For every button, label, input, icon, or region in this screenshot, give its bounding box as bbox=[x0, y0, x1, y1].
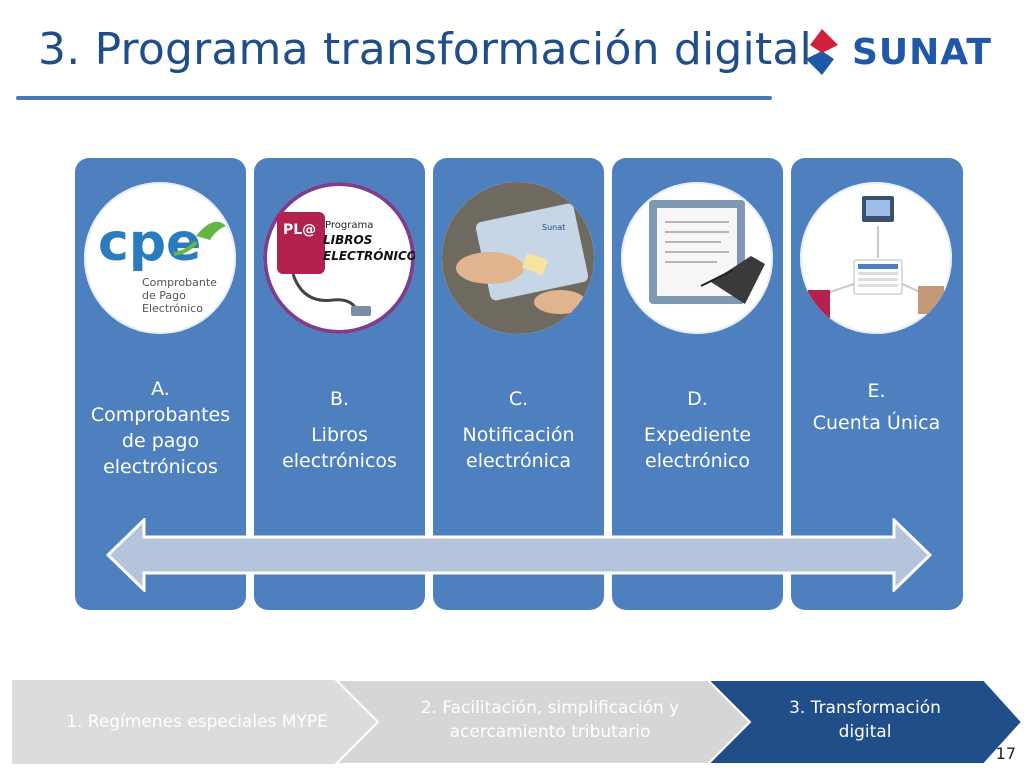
step-1-line-1: 1. Regímenes especiales MYPE bbox=[66, 712, 328, 732]
column-a-label: A. Comprobantes de pago electrónicos bbox=[81, 376, 240, 480]
cpe-caption-3: Electrónico bbox=[142, 302, 203, 315]
column-b-line-1: Libros bbox=[311, 424, 368, 446]
column-a-line-3: electrónicos bbox=[103, 456, 218, 478]
monitor-document-icon bbox=[621, 182, 773, 334]
step-2-label: 2. Facilitación, simplificación y acerca… bbox=[390, 696, 710, 744]
page-number: 17 bbox=[995, 744, 1016, 763]
tablet-screen-text: Sunat bbox=[542, 223, 565, 232]
cpe-logo-icon: cpe Comprobante de Pago Electrónico bbox=[84, 182, 236, 334]
column-b-letter: B. bbox=[329, 388, 350, 410]
column-c-label: C. Notificación electrónica bbox=[439, 386, 598, 474]
step-2-line-2: acercamiento tributario bbox=[449, 722, 651, 742]
column-e-line-1: Cuenta Única bbox=[812, 412, 941, 434]
double-arrow-icon bbox=[106, 518, 932, 592]
libros-electronicos-icon: PL@ Programa LIBROS ELECTRÓNICOS bbox=[263, 182, 415, 334]
step-1-label: 1. Regímenes especiales MYPE bbox=[42, 710, 352, 734]
network-screens-icon bbox=[800, 182, 952, 334]
step-2-line-1: 2. Facilitación, simplificación y bbox=[420, 698, 680, 718]
column-d-line-1: Expediente bbox=[643, 424, 752, 446]
step-3-line-2: digital bbox=[838, 722, 892, 742]
step-3-shape bbox=[706, 680, 1022, 764]
column-e-label: E. Cuenta Única bbox=[797, 378, 956, 436]
logo-wordmark: SUNAT bbox=[852, 31, 992, 73]
libros-caption-3: ELECTRÓNICOS bbox=[323, 248, 415, 263]
tablet-hands-icon: Sunat bbox=[442, 182, 594, 334]
column-e: E. Cuenta Única bbox=[791, 158, 963, 610]
column-c: Sunat C. Notificación electrónica bbox=[433, 158, 604, 610]
column-b-label: B. Libros electrónicos bbox=[260, 386, 419, 474]
step-3-line-1: 3. Transformación bbox=[789, 698, 941, 718]
sunat-logo: SUNAT bbox=[798, 24, 998, 80]
slide-title: 3. Programa transformación digital bbox=[38, 24, 812, 75]
title-underline bbox=[16, 96, 772, 100]
cpe-caption-2: de Pago bbox=[142, 289, 186, 302]
column-d-line-2: electrónico bbox=[645, 450, 750, 472]
pl-badge: PL@ bbox=[283, 222, 316, 238]
column-c-line-2: electrónica bbox=[466, 450, 571, 472]
step-1-shape bbox=[12, 680, 378, 764]
column-a: cpe Comprobante de Pago Electrónico A. C… bbox=[75, 158, 246, 610]
column-d-label: D. Expediente electrónico bbox=[618, 386, 777, 474]
column-c-letter: C. bbox=[508, 388, 529, 410]
column-e-letter: E. bbox=[867, 380, 886, 402]
column-b: PL@ Programa LIBROS ELECTRÓNICOS B. Libr… bbox=[254, 158, 425, 610]
cpe-word: cpe bbox=[98, 213, 201, 273]
libros-caption-1: Programa bbox=[325, 220, 373, 231]
column-a-letter: A. bbox=[151, 378, 170, 400]
step-2-shape bbox=[334, 680, 752, 764]
column-a-line-1: Comprobantes bbox=[90, 404, 231, 426]
column-a-line-2: de pago bbox=[121, 430, 200, 452]
column-b-line-2: electrónicos bbox=[282, 450, 397, 472]
libros-caption-2: LIBROS bbox=[323, 233, 372, 247]
cpe-caption-1: Comprobante bbox=[142, 276, 217, 289]
initiatives-columns: cpe Comprobante de Pago Electrónico A. C… bbox=[75, 158, 963, 610]
sunat-emblem-icon bbox=[806, 29, 838, 75]
step-3-label: 3. Transformación digital bbox=[760, 696, 970, 744]
column-d-letter: D. bbox=[687, 388, 708, 410]
column-c-line-1: Notificación bbox=[462, 424, 575, 446]
process-steps: 1. Regímenes especiales MYPE 2. Facilita… bbox=[12, 680, 1022, 764]
column-d: D. Expediente electrónico bbox=[612, 158, 783, 610]
